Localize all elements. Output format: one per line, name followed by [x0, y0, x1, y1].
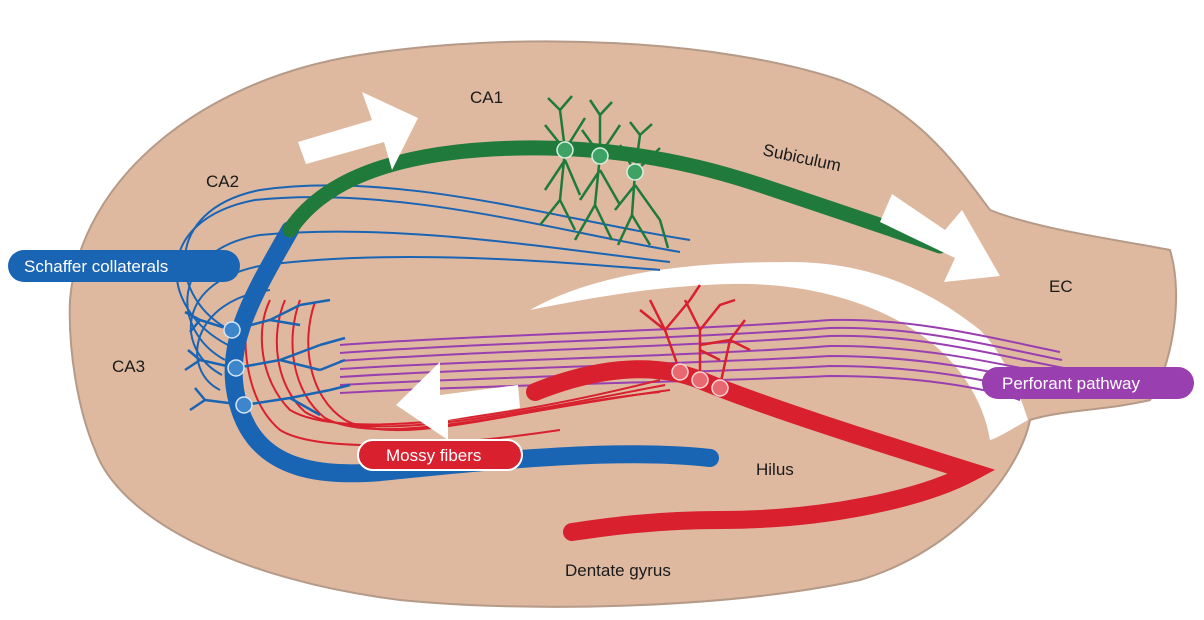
- label-hilus: Hilus: [756, 460, 794, 479]
- perforant-pathway-text: Perforant pathway: [1002, 374, 1140, 393]
- label-ca1: CA1: [470, 88, 503, 107]
- label-ec: EC: [1049, 277, 1073, 296]
- label-ca3: CA3: [112, 357, 145, 376]
- mossy-fibers-text: Mossy fibers: [386, 446, 481, 465]
- schaffer-collaterals-text: Schaffer collaterals: [24, 257, 168, 276]
- label-dentate-gyrus: Dentate gyrus: [565, 561, 671, 580]
- mossy-fibers-pill: Mossy fibers: [358, 440, 522, 470]
- perforant-pathway-pill: Perforant pathway: [982, 367, 1194, 399]
- label-ca2: CA2: [206, 172, 239, 191]
- schaffer-collaterals-pill: Schaffer collaterals: [8, 250, 240, 282]
